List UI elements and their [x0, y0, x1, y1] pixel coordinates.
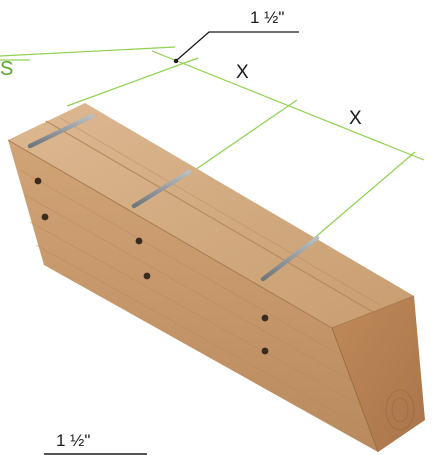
steel-rod-icon	[131, 169, 192, 209]
drill-hole-icon	[261, 347, 269, 355]
guide-line-rod-2	[188, 99, 298, 175]
top-dimension-label: 1 ½"	[250, 8, 284, 27]
drill-hole-icon	[34, 177, 42, 185]
beam-edge-vertical	[331, 327, 379, 453]
steel-rod-icon	[27, 113, 95, 149]
laminated-wood-beam-icon	[7, 103, 425, 453]
guide-line-rod-1	[66, 57, 199, 107]
drill-hole-icon	[261, 314, 269, 322]
spacing-label-1: X	[236, 62, 249, 83]
lamination-seam	[45, 120, 374, 313]
drill-hole-icon	[143, 272, 151, 280]
steel-rods	[27, 113, 320, 282]
beam-front-face	[8, 140, 378, 452]
guide-line-rod-3	[311, 151, 416, 241]
top-dimension-leader	[173, 31, 299, 64]
steel-rod-icon	[260, 235, 320, 282]
extension-line-left-upper	[0, 46, 176, 57]
drill-holes	[34, 177, 269, 355]
drill-hole-icon	[135, 237, 143, 245]
drill-hole-icon	[41, 213, 49, 221]
bottom-dimension-label: 1 ½"	[56, 431, 90, 450]
beam-end-face	[332, 296, 425, 452]
wood-grain	[19, 117, 381, 431]
dimension-lines	[0, 46, 425, 241]
cut-letter-label: S	[0, 58, 13, 80]
spacing-label-2: X	[349, 108, 362, 129]
beam-top-face	[8, 103, 414, 328]
end-grain-rings	[385, 389, 415, 431]
